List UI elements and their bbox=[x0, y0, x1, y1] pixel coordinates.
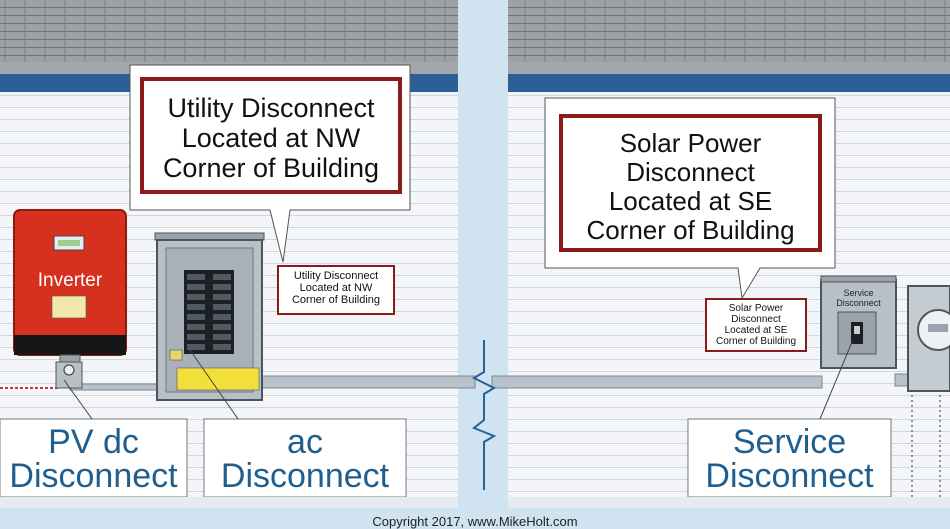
break-symbol bbox=[471, 340, 497, 490]
ac-panel bbox=[154, 232, 265, 401]
service-switch bbox=[820, 275, 897, 369]
callout-solar-line3: Located at SE bbox=[608, 186, 773, 217]
callout-utility-text: Utility Disconnect Located at NW Corner … bbox=[142, 93, 400, 184]
solar-small-line2: Disconnect bbox=[731, 314, 781, 325]
meter bbox=[907, 285, 950, 508]
callout-utility bbox=[129, 64, 411, 263]
utility-small-line1: Utility Disconnect bbox=[293, 270, 379, 282]
label-service-line1: Service bbox=[732, 423, 847, 461]
label-ac-disconnect: ac Disconnect bbox=[204, 425, 406, 493]
callout-utility-line2: Located at NW bbox=[181, 123, 361, 154]
solar-small-line1: Solar Power bbox=[728, 303, 784, 314]
label-pv-line1: PV dc bbox=[48, 423, 139, 461]
right-trim bbox=[508, 74, 950, 92]
callout-solar-line1: Solar Power bbox=[619, 128, 762, 158]
utility-small-line2: Located at NW bbox=[299, 282, 373, 295]
label-boxes bbox=[0, 418, 892, 498]
callout-solar bbox=[544, 97, 836, 300]
utility-small-sign bbox=[277, 265, 395, 315]
solar-small-line4: Corner of Building bbox=[715, 336, 797, 347]
switch-label: Service Disconnect bbox=[821, 288, 896, 309]
label-pv-line2: Disconnect bbox=[9, 457, 178, 495]
callout-solar-line2: Disconnect bbox=[626, 157, 755, 188]
callout-utility-line1: Utility Disconnect bbox=[167, 93, 375, 123]
solar-small-sign-text: Solar Power Disconnect Located at SE Cor… bbox=[706, 303, 806, 347]
conduit-left bbox=[259, 375, 476, 389]
label-ac-line2: Disconnect bbox=[220, 457, 390, 495]
label-pv-dc-disconnect: PV dc Disconnect bbox=[0, 425, 187, 493]
left-roof bbox=[0, 0, 458, 74]
leader-lines bbox=[63, 341, 853, 420]
solar-small-line3: Located at SE bbox=[724, 325, 788, 336]
right-roof bbox=[508, 0, 950, 74]
label-service-line2: Disconnect bbox=[705, 457, 874, 495]
label-service-disconnect: Service Disconnect bbox=[688, 425, 891, 493]
switch-label-line2: Disconnect bbox=[836, 297, 881, 308]
switch-label-line1: Service bbox=[843, 288, 874, 298]
callout-solar-line4: Corner of Building bbox=[586, 215, 795, 246]
callout-utility-line3: Corner of Building bbox=[162, 153, 380, 184]
inverter-label: Inverter bbox=[37, 270, 103, 291]
solar-small-sign bbox=[705, 298, 807, 352]
inverter bbox=[13, 209, 127, 389]
utility-small-sign-text: Utility Disconnect Located at NW Corner … bbox=[278, 270, 394, 306]
utility-small-line3: Corner of Building bbox=[291, 294, 381, 307]
callout-solar-text: Solar Power Disconnect Located at SE Cor… bbox=[561, 128, 820, 246]
label-ac-line1: ac bbox=[287, 423, 323, 461]
copyright: Copyright 2017, www.MikeHolt.com bbox=[372, 514, 578, 529]
conduit-right bbox=[491, 375, 823, 389]
